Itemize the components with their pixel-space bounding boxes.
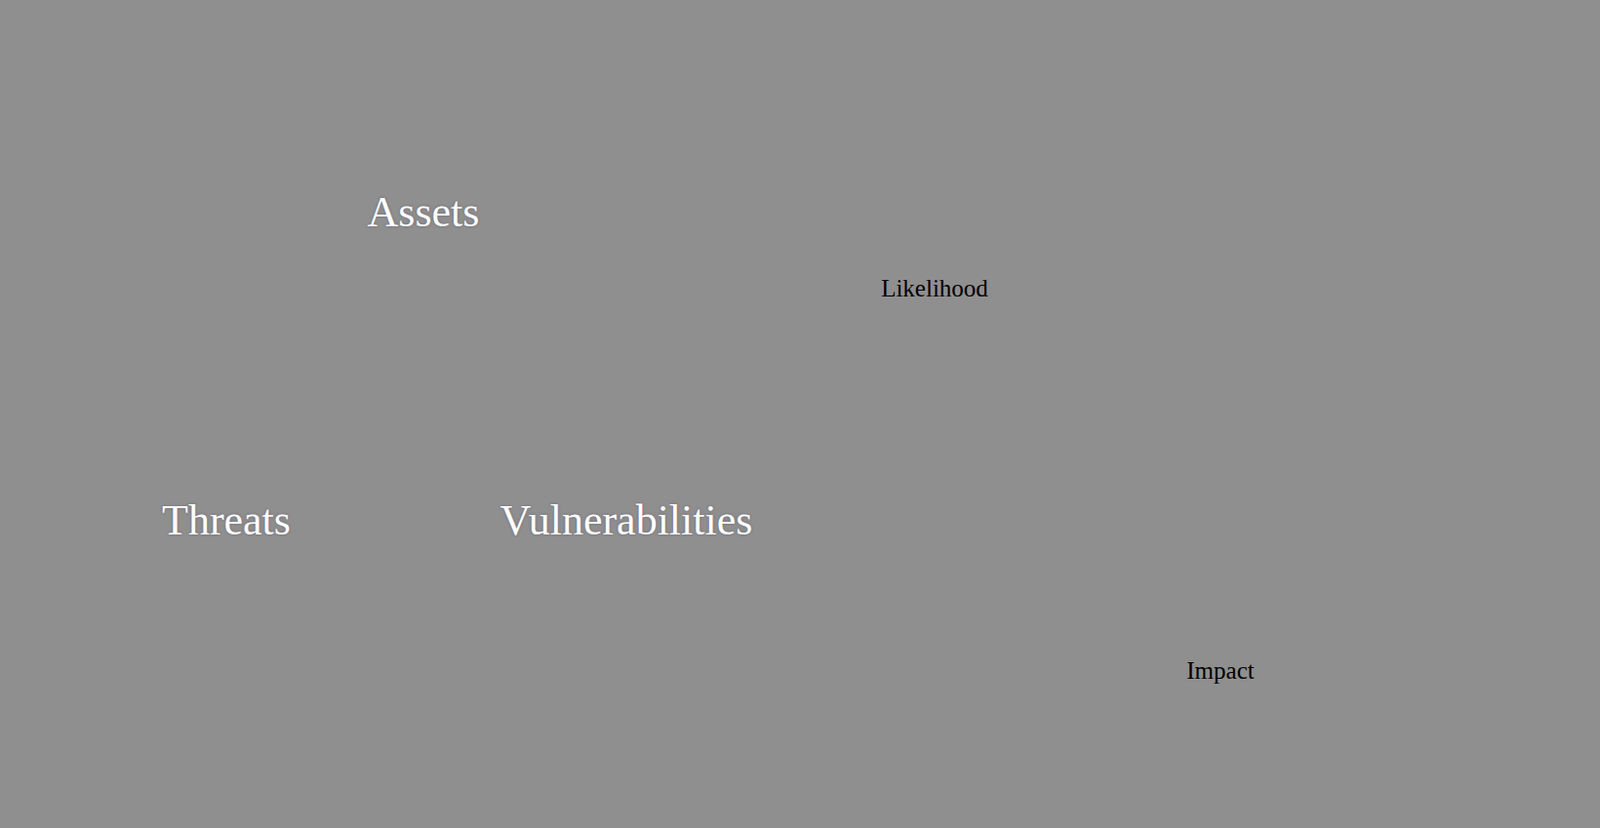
circle-shape: [320, 251, 823, 754]
venn-circle: Threats: [29, 250, 533, 755]
circle-shape: [170, 9, 673, 512]
axis-label: Impact: [1186, 656, 1254, 686]
circle-label: Threats: [161, 496, 291, 547]
circle-label: Vulnerabilities: [500, 496, 754, 547]
sky: [9, 28, 1591, 243]
circle-shape: [30, 251, 532, 754]
shark: [58, 414, 400, 828]
water-surface: [0, 240, 1600, 245]
explosion-core: [416, 384, 457, 414]
label-holder: Impact: [0, 0, 68, 30]
swimmer: [103, 208, 346, 232]
risk-axes: [1025, 160, 1480, 629]
axis-arrowhead: [1025, 160, 1053, 182]
axis-label: Likelihood: [880, 274, 989, 304]
label-holder: Likelihood: [0, 0, 108, 30]
likelihood-axis: [1037, 161, 1041, 615]
water: [0, 240, 1600, 828]
venn-circle: Assets: [169, 8, 674, 513]
impact-axis: [1039, 612, 1479, 617]
venn-circle: Vulnerabilities: [320, 250, 824, 755]
circle-outline: [169, 8, 674, 513]
circle-label: Assets: [367, 188, 480, 239]
axis-arrowhead: [1458, 600, 1480, 629]
explosion-star: [349, 318, 524, 455]
